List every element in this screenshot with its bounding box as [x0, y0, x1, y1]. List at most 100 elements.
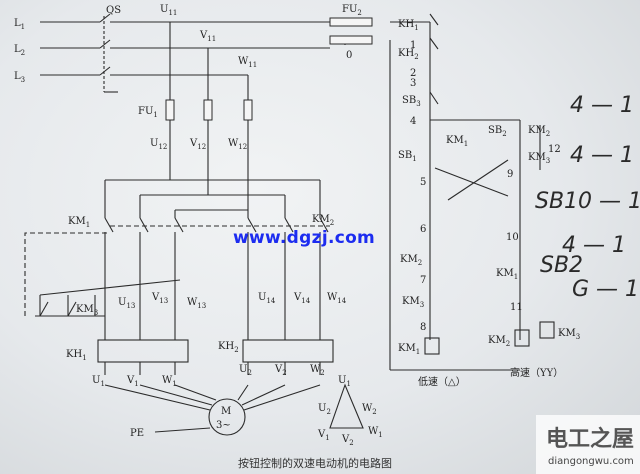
watermark: www.dgzj.com [233, 228, 376, 248]
label-low-speed: 低速（△） [418, 375, 466, 388]
label-l3: L [14, 71, 21, 82]
svg-text:U1: U1 [338, 375, 351, 388]
site-logo: 电工之屋 diangongwu.com [536, 415, 640, 474]
svg-text:U13: U13 [118, 297, 135, 310]
svg-text:W13: W13 [187, 297, 206, 310]
label-u13: U [118, 297, 126, 308]
label-motor-u2: U [239, 364, 247, 375]
svg-text:W11: W11 [238, 56, 257, 69]
svg-text:SB3: SB3 [402, 95, 421, 108]
label-motor-m: M [221, 406, 231, 417]
svg-text:W12: W12 [228, 138, 247, 151]
label-l1: L [14, 18, 21, 29]
svg-text:L3: L3 [14, 71, 25, 84]
label-w11: W [238, 56, 249, 67]
label-node-0: 0 [346, 50, 352, 61]
svg-text:10: 10 [506, 232, 519, 243]
triangle-labels: U1 U2 W2 V1 V2 W1 [317, 375, 383, 447]
label-motor-v1: V [126, 375, 135, 386]
svg-text:V1: V1 [126, 375, 139, 388]
contactor-labels: KM1 KM2 KM3 U13 V13 W13 U14 V14 W14 [68, 214, 347, 317]
svg-text:V14: V14 [293, 292, 311, 305]
label-km2: KM [312, 214, 330, 225]
svg-text:W2: W2 [362, 403, 377, 416]
label-w12: W [228, 138, 239, 149]
svg-text:FU2: FU2 [342, 4, 362, 17]
svg-text:KM2: KM2 [400, 254, 422, 267]
svg-text:KM3: KM3 [528, 152, 550, 165]
svg-text:1: 1 [410, 40, 416, 51]
svg-text:KM2: KM2 [488, 335, 510, 348]
logo-url: diangongwu.com [548, 456, 634, 467]
svg-text:U1: U1 [92, 375, 105, 388]
svg-text:KH1: KH1 [66, 349, 87, 362]
svg-text:V2: V2 [341, 434, 354, 447]
logo-name: 电工之屋 [546, 427, 635, 452]
svg-text:U12: U12 [150, 138, 167, 151]
svg-text:V2: V2 [274, 364, 287, 377]
motor-labels: U1 V1 W1 U2 V2 W2 M 3~ PE [92, 364, 325, 439]
label-v11: V [199, 30, 208, 41]
label-fu1: FU [138, 106, 153, 117]
svg-text:L1: L1 [14, 18, 25, 31]
label-u12: U [150, 138, 158, 149]
note-4: 4 — 1 [562, 233, 626, 258]
label-v14: V [293, 292, 302, 303]
supply-labels: L1 L2 L3 QS U11 V11 W11 [14, 4, 257, 84]
label-qs: QS [106, 5, 121, 16]
label-high-speed: 高速（YY） [510, 366, 563, 379]
svg-text:12: 12 [548, 144, 561, 155]
svg-text:L2: L2 [14, 44, 25, 57]
svg-text:7: 7 [420, 275, 426, 286]
svg-text:U2: U2 [239, 364, 252, 377]
svg-text:KM1: KM1 [398, 343, 420, 356]
handwritten-notes: 4 — 1 4 — 1 SB10 — 1 4 — 1 SB2 G — 1 [535, 93, 640, 302]
fuse-elements [165, 17, 373, 121]
svg-text:KM2: KM2 [528, 125, 550, 138]
svg-text:KM2: KM2 [312, 214, 334, 227]
label-motor-v2: V [274, 364, 283, 375]
svg-text:V1: V1 [317, 429, 330, 442]
label-fu2: FU [342, 4, 357, 15]
svg-text:KM3: KM3 [402, 296, 424, 309]
label-km3: KM [76, 304, 94, 315]
svg-text:KM1: KM1 [446, 135, 468, 148]
label-v12: V [189, 138, 198, 149]
label-motor-u1: U [92, 375, 100, 386]
svg-text:U2: U2 [318, 403, 331, 416]
label-u14: U [258, 292, 266, 303]
fuse-labels: FU1 FU2 0 U12 V12 W12 [138, 4, 362, 151]
svg-text:V11: V11 [199, 30, 216, 43]
svg-text:FU1: FU1 [138, 106, 158, 119]
label-kh2: KH [218, 341, 234, 352]
label-w13: W [187, 297, 198, 308]
svg-text:2: 2 [410, 68, 416, 79]
svg-text:W1: W1 [368, 426, 383, 439]
label-motor-phase: 3~ [216, 420, 231, 431]
svg-text:KM3: KM3 [76, 304, 98, 317]
svg-text:6: 6 [420, 224, 426, 235]
label-kh1: KH [66, 349, 82, 360]
svg-text:V12: V12 [189, 138, 206, 151]
svg-text:SB1: SB1 [398, 150, 417, 163]
label-w14: W [327, 292, 338, 303]
note-3: SB10 — 1 [535, 189, 640, 214]
svg-text:3: 3 [410, 78, 416, 89]
label-v13: V [151, 292, 160, 303]
svg-text:W14: W14 [327, 292, 347, 305]
svg-text:9: 9 [507, 169, 513, 180]
svg-text:4: 4 [410, 116, 416, 127]
label-u11: U [160, 4, 168, 15]
control-labels: KH1 1 KH2 2 3 SB3 4 SB1 KM1 SB2 KM2 KM3 … [398, 19, 580, 388]
label-km1: KM [68, 216, 86, 227]
svg-text:KH2: KH2 [218, 341, 239, 354]
svg-text:W1: W1 [162, 375, 177, 388]
label-pe: PE [130, 428, 144, 439]
svg-text:5: 5 [420, 177, 426, 188]
wiring [24, 13, 555, 436]
note-6: G — 1 [572, 277, 639, 302]
note-2: 4 — 1 [570, 143, 634, 168]
svg-text:KH1: KH1 [398, 19, 419, 32]
